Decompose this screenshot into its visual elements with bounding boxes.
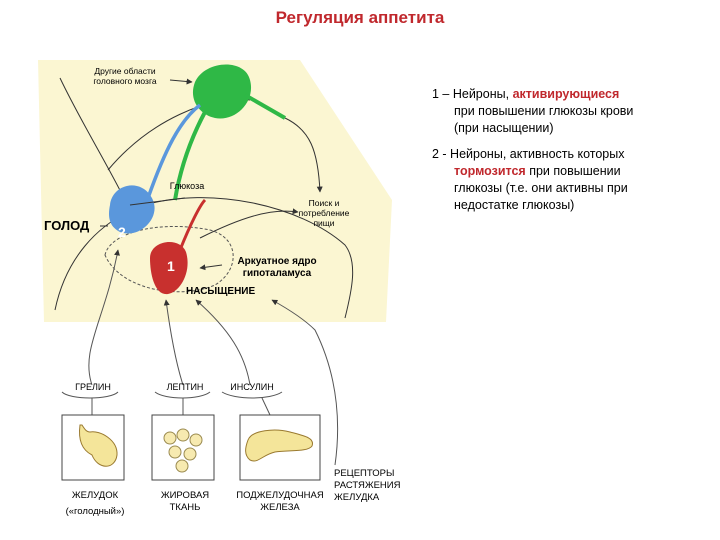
legend-1-highlight: активирующиеся xyxy=(512,87,620,101)
pancreas-label: ПОДЖЕЛУДОЧНАЯ ЖЕЛЕЗА xyxy=(230,490,330,514)
other-brain-line1: Другие области xyxy=(94,66,156,76)
neuron-1-label: 1 xyxy=(167,258,175,274)
arrow-green-to-search xyxy=(284,117,323,193)
legend-1-line3: (при насыщении) xyxy=(454,121,554,135)
receptors-line1: РЕЦЕПТОРЫ xyxy=(334,468,395,479)
stomach-line1: ЖЕЛУДОК xyxy=(71,490,119,501)
brain-region xyxy=(38,60,392,322)
legend-2-line4: недостатке глюкозы) xyxy=(454,198,575,212)
hypothalamus-outline xyxy=(54,197,354,319)
legend-1-line1: 1 – Нейроны, активирующиеся xyxy=(432,86,712,103)
line-receptors-to-brain xyxy=(271,299,339,466)
arrow-red-to-search xyxy=(199,208,299,239)
neuron-2-label: 2 xyxy=(118,224,126,240)
arcuate-label: Аркуатное ядро гипоталамуса xyxy=(222,256,332,280)
stomach-drawing xyxy=(79,424,118,467)
search-food-label: Поиск и потребление пищи xyxy=(292,198,356,228)
glucose-line xyxy=(129,197,186,206)
stomach-line2: («голодный») xyxy=(65,506,125,517)
legend-item-2: 2 - Нейроны, активность которых тормозит… xyxy=(432,146,717,214)
stomach-label: ЖЕЛУДОК («голодный») xyxy=(50,490,140,518)
legend-item-1: 1 – Нейроны, активирующиеся при повышени… xyxy=(432,86,712,137)
glucose-label: Глюкоза xyxy=(169,181,205,191)
green-neuron xyxy=(173,64,286,201)
fat-box xyxy=(151,414,215,481)
legend-2-line1: 2 - Нейроны, активность которых xyxy=(432,147,625,161)
legend-1-prefix: 1 – Нейроны, xyxy=(432,87,513,101)
legend-2-line2: тормозится при повышении xyxy=(432,163,717,180)
leptin-curve xyxy=(154,391,211,399)
legend-2-line3: глюкозы (т.е. они активны при xyxy=(454,181,628,195)
brain-outline-left xyxy=(59,77,126,201)
fat-label: ЖИРОВАЯ ТКАНЬ xyxy=(150,490,220,514)
fat-line2: ТКАНЬ xyxy=(169,502,201,513)
insulin-curve xyxy=(221,391,283,399)
search-line3: пищи xyxy=(313,218,335,228)
line-insulin-to-brain xyxy=(195,299,251,386)
leptin-label: ЛЕПТИН xyxy=(166,382,204,392)
line-ghrelin-to-brain xyxy=(88,249,120,386)
pancreas-drawing xyxy=(245,429,314,462)
legend-1-line2: при повышении глюкозы крови xyxy=(454,104,634,118)
hunger-label: ГОЛОД xyxy=(44,218,90,233)
fat-line1: ЖИРОВАЯ xyxy=(160,490,210,501)
other-brain-label: Другие области головного мозга xyxy=(80,66,170,86)
arcuate-line2: гипоталамуса xyxy=(242,268,312,279)
legend-2-line2-rest: при повышении xyxy=(525,164,621,178)
blue-neuron xyxy=(109,103,202,234)
search-line1: Поиск и xyxy=(308,198,340,208)
pancreas-line1: ПОДЖЕЛУДОЧНАЯ xyxy=(236,490,324,501)
line-pancreas-to-insulin xyxy=(261,397,271,416)
arcuate-line1: Аркуатное ядро xyxy=(237,256,317,267)
line-leptin-to-brain xyxy=(163,299,184,386)
arrow-other-to-green xyxy=(169,78,193,85)
fat-drawing xyxy=(163,428,203,473)
receptors-line3: ЖЕЛУДКА xyxy=(334,492,380,503)
arcuate-pointer xyxy=(199,264,223,271)
receptors-line2: РАСТЯЖЕНИЯ xyxy=(334,480,401,491)
ghrelin-label: ГРЕЛИН xyxy=(75,382,111,392)
other-brain-line2: головного мозга xyxy=(93,76,157,86)
insulin-label: ИНСУЛИН xyxy=(230,382,274,392)
ghrelin-curve xyxy=(61,391,119,399)
legend-2-highlight: тормозится xyxy=(454,164,526,178)
search-line2: потребление xyxy=(298,208,350,218)
satiety-label: НАСЫЩЕНИЕ xyxy=(186,286,256,297)
receptors-label: РЕЦЕПТОРЫ РАСТЯЖЕНИЯ ЖЕЛУДКА xyxy=(334,468,424,504)
page-title: Регуляция аппетита xyxy=(275,8,445,27)
pancreas-line2: ЖЕЛЕЗА xyxy=(260,502,300,513)
red-neuron xyxy=(150,198,207,295)
